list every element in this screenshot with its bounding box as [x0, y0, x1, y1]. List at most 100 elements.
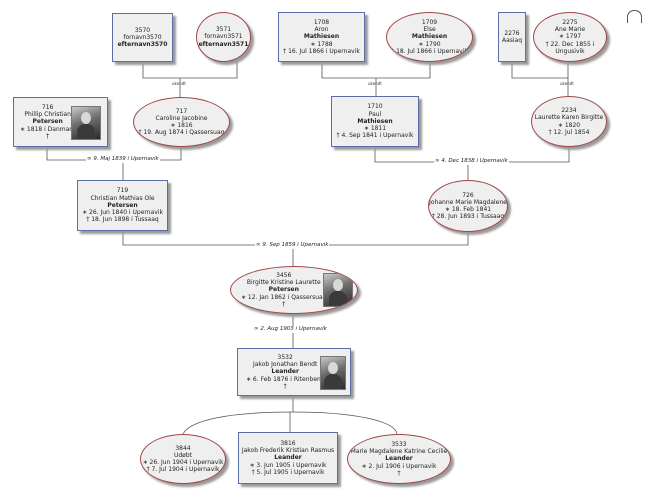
- person-given-name: Johanne Marie Magdalene: [429, 198, 507, 206]
- person-birth: ∗ 26. Jun 1904 i Upernavik: [142, 459, 224, 466]
- connector-child-3844: [182, 411, 294, 435]
- person-1710[interactable]: 1710 Paul Mathiesen ∗ 1811 † 4. Sep 1841…: [331, 96, 419, 147]
- connector-3570: [142, 62, 238, 79]
- person-id: 3844: [175, 444, 191, 452]
- marriage-label: ∞ 2. Aug 1903 i Upernavik: [253, 326, 328, 333]
- person-id: 3533: [391, 440, 407, 448]
- person-3844[interactable]: 3844 Udøbt ∗ 26. Jun 1904 i Upernavik † …: [140, 434, 226, 484]
- person-death: †: [282, 300, 286, 308]
- person-death: † 18. Jun 1898 i Tussaaq: [86, 216, 159, 224]
- person-death: † 12. Jul 1854: [548, 128, 590, 136]
- person-given-name: Laurette Karen Birgitte: [534, 114, 604, 122]
- person-death: †: [283, 382, 287, 390]
- person-surname: Leander: [274, 454, 302, 462]
- person-death: †: [46, 132, 50, 140]
- person-id: 726: [462, 191, 474, 199]
- person-719[interactable]: 719 Christian Mathias Ole Petersen ∗ 26.…: [77, 180, 168, 231]
- person-given-name: Phillip Christian: [24, 111, 71, 119]
- person-surname: Mathiesen: [411, 33, 448, 41]
- person-birth: ∗ 26. Jun 1840 i Upernavik: [82, 209, 163, 217]
- person-surname: Petersen: [32, 118, 63, 126]
- person-birth: ∗ 1790: [418, 40, 441, 48]
- self-loop-2275: [627, 10, 642, 23]
- person-id: 3816: [280, 439, 296, 447]
- person-death: † 5. Jul 1905 i Upernavik: [251, 468, 325, 476]
- unknown-label: ukendt: [560, 81, 574, 86]
- portrait-photo: [323, 273, 353, 307]
- person-id: 716: [41, 103, 54, 111]
- person-3816[interactable]: 3816 Jakob Frederik Kristian Rasmus Lean…: [238, 432, 338, 484]
- person-surname: Leander: [385, 455, 413, 463]
- person-2276[interactable]: 2276 Aasiaq: [498, 12, 526, 62]
- person-death: † 16. Jul 1866 i Upernavik: [283, 47, 360, 55]
- person-1708[interactable]: 1708 Aron Mathiesen ∗ 1788 † 16. Jul 186…: [278, 12, 365, 62]
- person-1709[interactable]: 1709 Else Mathiesen ∗ 1790 † 18. Jul 186…: [386, 12, 473, 62]
- person-surname: Petersen: [268, 286, 299, 294]
- connector-2276: [511, 62, 569, 79]
- marriage-label: ∞ 4. Dec 1838 i Upernavik: [434, 158, 509, 165]
- person-given-name: Aron: [314, 26, 329, 34]
- person-3570[interactable]: 3570 fornavn3570 efternavn3570: [112, 13, 173, 62]
- person-given-name: Ane Marie: [554, 26, 586, 34]
- person-3571[interactable]: 3571 fornavn3571 efternavn3571: [196, 12, 251, 62]
- portrait-photo: [71, 106, 101, 140]
- person-birth: ∗ 1816: [170, 122, 193, 129]
- person-id: 3570: [134, 26, 151, 34]
- person-id: 1708: [313, 18, 330, 26]
- person-2234[interactable]: 2234 Laurette Karen Birgitte ∗ 1820 † 12…: [531, 96, 607, 147]
- person-given-name: Aasiaq: [501, 37, 523, 44]
- person-id: 1710: [367, 103, 383, 111]
- person-birth: ∗ 1820: [557, 121, 581, 129]
- person-id: 2234: [561, 107, 577, 115]
- person-3533[interactable]: 3533 Marie Magdalene Katrine Cecilie Lea…: [347, 434, 451, 484]
- person-given-name: Udøbt: [173, 451, 193, 459]
- person-id: 717: [175, 107, 188, 115]
- person-given-name: Paul: [368, 110, 382, 118]
- unknown-label: ukendt: [172, 81, 186, 86]
- person-death: † 4. Sep 1841 i Upernavik: [336, 132, 414, 140]
- person-birth: ∗ 1811: [363, 125, 387, 133]
- person-given-name: Christian Mathias Ole: [90, 194, 155, 202]
- person-surname: Mathiesen: [303, 33, 340, 41]
- person-3532[interactable]: 3532 Jakob Jonathan Bendt Leander ∗ 6. F…: [237, 348, 351, 396]
- marriage-label: ∞ 9. Sep 1859 i Upernavik: [255, 242, 330, 249]
- marriage-label: ∞ 9. Maj 1839 i Upernavik: [86, 156, 160, 163]
- person-3456[interactable]: 3456 Birgitte Kristine Laurette Petersen…: [230, 266, 358, 314]
- person-death: † 18. Jul 1866 i Upernavik: [391, 47, 468, 55]
- person-death: † 7. Jul 1904 i Upernavik: [146, 466, 220, 474]
- person-surname: Mathiesen: [357, 117, 393, 125]
- person-id: 3571: [215, 26, 232, 34]
- person-id: 2276: [504, 29, 520, 37]
- person-id: 1709: [421, 18, 438, 26]
- person-2275[interactable]: 2275 Ane Marie ∗ 1797 † 22. Dec 1855 i U…: [533, 12, 607, 62]
- person-surname: Petersen: [107, 201, 138, 209]
- person-surname: efternavn3570: [117, 41, 168, 49]
- connector-1708: [321, 62, 431, 79]
- person-surname: efternavn3571: [198, 40, 249, 48]
- person-given-name: fornavn3570: [123, 33, 162, 41]
- person-given-name: Jakob Frederik Kristian Rasmus: [241, 447, 335, 455]
- person-id: 2275: [562, 18, 578, 26]
- person-id: 719: [116, 187, 129, 195]
- person-birth: ∗ 3. Jun 1905 i Upernavik: [249, 461, 327, 469]
- person-id: 3456: [276, 271, 292, 279]
- person-given-name: Birgitte Kristine Laurette: [246, 279, 321, 287]
- person-given-name: Marie Magdalene Katrine Cecilie: [350, 448, 448, 456]
- person-death: † 22. Dec 1855 i Ungusivik: [545, 40, 595, 55]
- person-given-name: Caroline Jacobine: [155, 114, 208, 122]
- person-717[interactable]: 717 Caroline Jacobine ∗ 1816 † 19. Aug 1…: [133, 97, 230, 147]
- person-given-name: Else: [423, 26, 436, 34]
- person-birth: ∗ 12. Jan 1862 i Qassersuaq: [241, 293, 327, 301]
- person-726[interactable]: 726 Johanne Marie Magdalene ∗ 18. Feb 18…: [428, 180, 508, 232]
- unknown-label: ukendt: [368, 81, 382, 86]
- connector-child-3533: [292, 411, 398, 435]
- person-birth: ∗ 6. Feb 1876 i Ritenbenk: [246, 375, 325, 383]
- person-death: †: [397, 469, 401, 477]
- person-death: † 19. Aug 1874 i Qassersuaq: [138, 129, 225, 137]
- person-birth: ∗ 1788: [310, 40, 333, 48]
- person-given-name: fornavn3571: [204, 33, 243, 41]
- person-given-name: Jakob Jonathan Bendt: [252, 361, 318, 369]
- person-death: † 28. Jun 1893 i Tussaaq: [431, 213, 505, 221]
- person-716[interactable]: 716 Phillip Christian Petersen ∗ 1818 i …: [13, 97, 108, 147]
